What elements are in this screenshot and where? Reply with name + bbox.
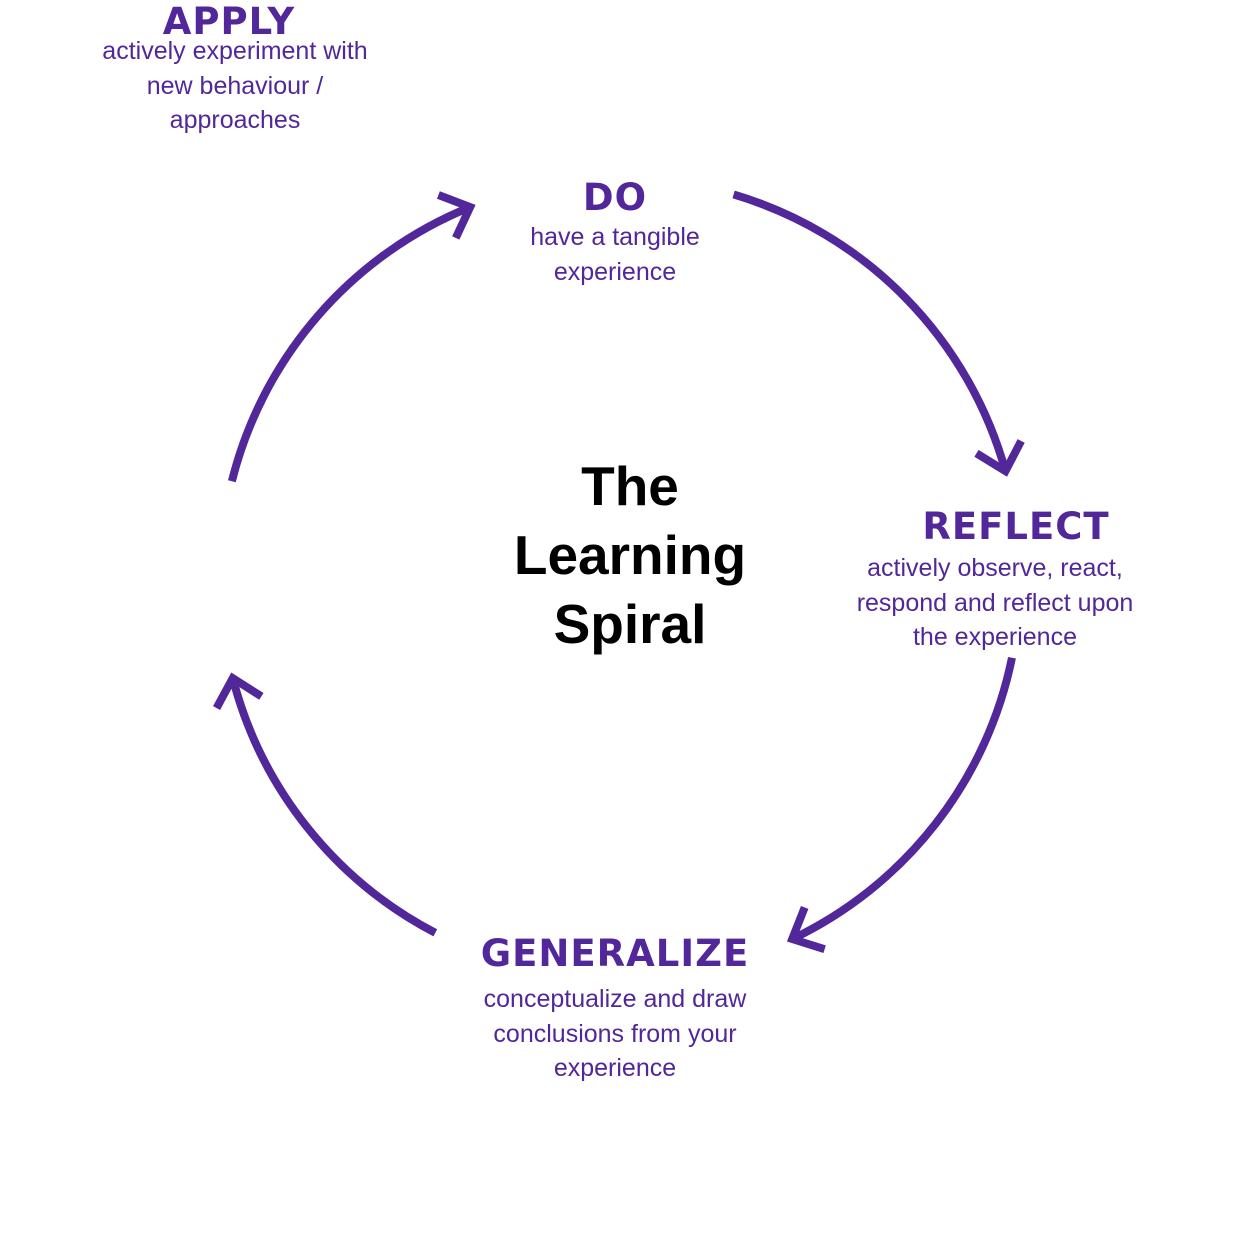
arrowhead-icon — [436, 191, 476, 240]
arrow-do-to-reflect — [732, 190, 1025, 477]
stage-apply: APPLY actively experiment with new behav… — [60, 0, 410, 138]
description-line: have a tangible — [530, 223, 700, 251]
arrow-arc — [732, 190, 1010, 473]
description-line: new behaviour / — [146, 71, 324, 100]
stage-description: conceptualize and draw conclusions from … — [440, 982, 790, 1086]
description-line: conclusions from your — [493, 1019, 737, 1048]
arrow-reflect-to-generalize — [786, 656, 1016, 954]
stage-reflect: REFLECT actively observe, react, respond… — [820, 505, 1170, 655]
diagram-title: The Learning Spiral — [470, 452, 790, 659]
description-line: actively observe, react, — [867, 554, 1123, 582]
stage-label: APPLY — [162, 0, 296, 43]
arrow-arc — [228, 203, 472, 483]
description-line: experience — [553, 1054, 677, 1082]
arrow-generalize-to-apply — [213, 672, 438, 937]
arrow-arc — [228, 677, 438, 937]
stage-label: GENERALIZE — [480, 932, 750, 975]
stage-do: DO have a tangible experience — [440, 176, 790, 289]
description-line: the experience — [912, 623, 1077, 651]
stage-description: actively observe, react, respond and ref… — [820, 551, 1170, 655]
stage-description: have a tangible experience — [485, 220, 745, 289]
arrow-apply-to-do — [228, 191, 476, 483]
title-line: The — [581, 455, 679, 517]
description-line: approaches — [169, 106, 301, 134]
stage-description: actively experiment with new behaviour /… — [60, 34, 410, 138]
description-line: respond and reflect upon — [856, 588, 1134, 617]
arrowhead-icon — [786, 905, 826, 954]
stage-label: REFLECT — [922, 505, 1110, 548]
title-line: Spiral — [553, 593, 707, 655]
title-line: Learning — [513, 524, 747, 586]
description-line: experience — [553, 257, 677, 286]
arrowhead-icon — [974, 439, 1025, 477]
stage-generalize: GENERALIZE conceptualize and draw conclu… — [440, 932, 790, 1086]
arrowhead-icon — [213, 672, 264, 710]
arrow-arc — [790, 656, 1016, 943]
stage-label: DO — [582, 176, 648, 219]
description-line: conceptualize and draw — [483, 985, 747, 1013]
description-line: actively experiment with — [102, 37, 368, 65]
